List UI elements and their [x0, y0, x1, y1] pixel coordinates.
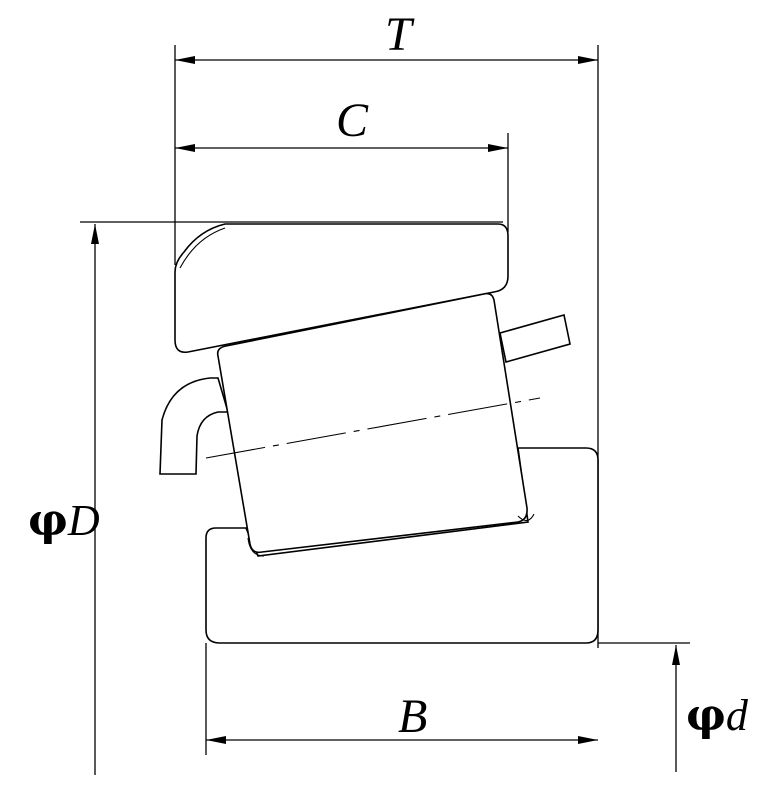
cage-small-end [499, 313, 571, 364]
phi-symbol-bore: φ [686, 690, 726, 741]
label-d: d [726, 691, 749, 740]
roller-center-line [205, 397, 541, 459]
outer-ring-chamfer [179, 227, 226, 269]
label-C: C [336, 94, 369, 147]
outer-ring [174, 223, 509, 354]
cage [159, 377, 230, 475]
inner-ring [205, 447, 599, 644]
label-D: D [67, 496, 100, 545]
phi-symbol-outer: φ [28, 495, 68, 546]
label-bore-diameter: φd [686, 690, 749, 741]
label-T: T [385, 8, 415, 61]
label-outer-diameter: φD [28, 495, 100, 546]
roller-edge-bottom-left [247, 537, 265, 557]
roller-edge-bottom-right [517, 513, 535, 522]
tapered-roller [216, 292, 528, 554]
label-B: B [398, 690, 427, 743]
